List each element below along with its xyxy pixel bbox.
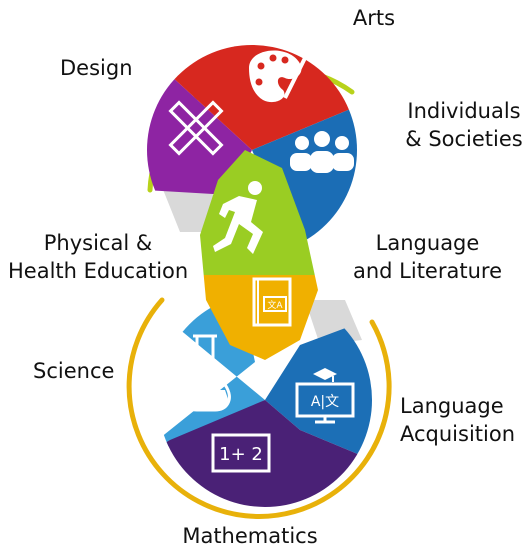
- lower-ring: [126, 297, 392, 519]
- language-literature-label: Language and Literature: [352, 231, 502, 283]
- mathematics-segment[interactable]: [100, 400, 420, 551]
- people-group-icon: [290, 131, 354, 173]
- flask-icon: [179, 334, 231, 412]
- book-icon-text: 文A: [267, 299, 283, 311]
- language-acquisition-segment[interactable]: [265, 300, 420, 480]
- mathematics-label: Mathematics: [182, 524, 318, 548]
- individuals-label: Individuals & Societies: [405, 99, 523, 151]
- language-acquisition-label: Language Acquisition: [400, 394, 516, 446]
- board-icon-text: 1+ 2: [219, 444, 263, 465]
- computer-translation-icon: A|文: [295, 368, 355, 424]
- palette-icon: [249, 50, 309, 103]
- running-person-icon: [213, 181, 263, 254]
- translation-book-icon: 文A: [252, 277, 292, 327]
- pe-label: Physical & Health Education: [8, 231, 189, 283]
- pencil-ruler-icon: [168, 100, 224, 156]
- design-label: Design: [60, 56, 133, 80]
- math-board-icon: 1+ 2: [211, 433, 271, 473]
- computer-icon-text: A|文: [311, 394, 339, 410]
- arts-label: Arts: [352, 6, 396, 30]
- science-label: Science: [33, 359, 115, 383]
